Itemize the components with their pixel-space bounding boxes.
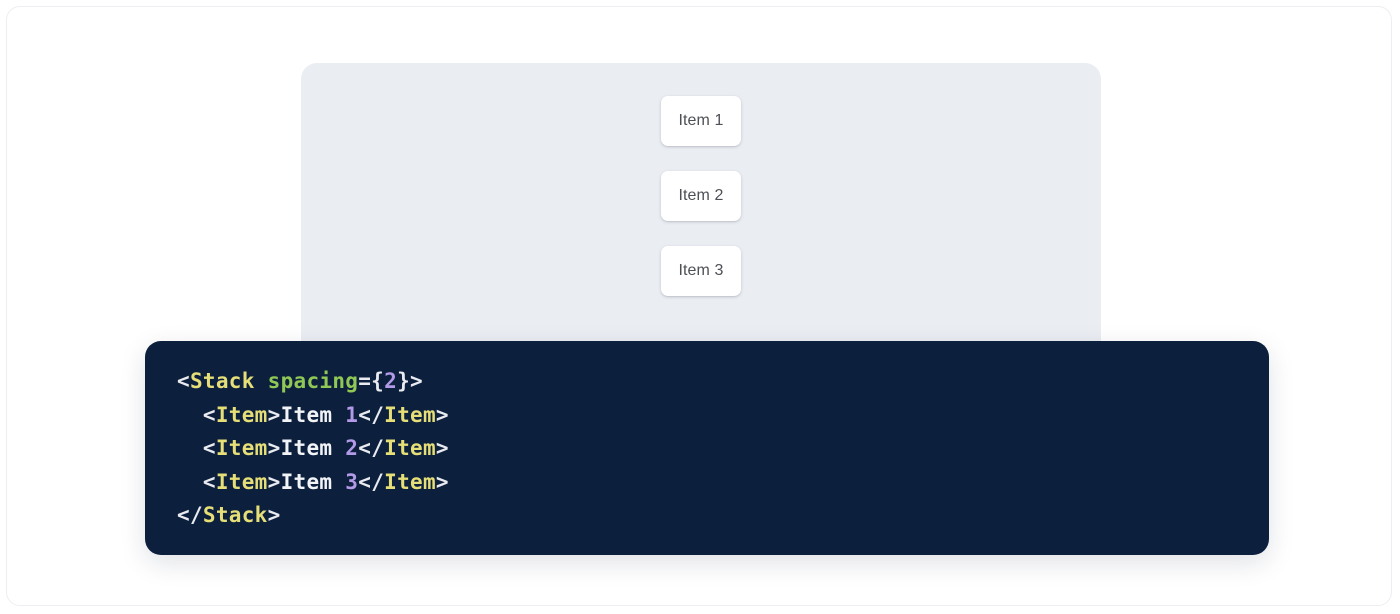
code-token-punc: < [177,369,190,393]
code-token-text: Item [280,469,346,494]
stack-item-label: Item 3 [678,262,724,279]
stack-item[interactable]: Item 2 [661,171,741,221]
code-line: <Item>Item 2</Item> [177,436,449,460]
code-token-tag: Item [215,402,268,427]
code-token-tag: Item [384,469,436,494]
code-token-tag: Item [384,436,436,460]
code-token-tag: Stack [202,503,268,527]
code-token-punc: </ [177,503,203,527]
code-token-punc: > [267,436,281,460]
stack-item-label: Item 2 [678,187,724,204]
code-token-punc: < [202,469,216,494]
code-line: <Stack spacing={2}> [177,369,423,393]
code-token-punc: ={ [358,369,385,393]
code-token-punc: </ [358,469,385,494]
stack-item-label: Item 1 [678,112,724,129]
code-line: </Stack> [177,503,281,527]
code-token-num: 3 [345,469,359,494]
code-token-punc: > [267,503,281,527]
code-token-tag: Stack [189,369,255,393]
code-token-punc: < [202,402,216,427]
code-token-tag: Item [384,402,436,427]
code-token-num: 1 [345,402,359,427]
code-token-text: Item [280,402,346,427]
code-token-attr: spacing [267,369,359,393]
code-token-num: 2 [384,369,398,393]
code-token-punc: > [435,402,449,427]
code-snippet-panel[interactable]: <Stack spacing={2}> <Item>Item 1</Item> … [145,341,1269,555]
stack-item[interactable]: Item 1 [661,96,741,146]
component-preview-panel: Item 1 Item 2 Item 3 [301,63,1101,363]
code-token-punc [255,369,268,393]
code-token-text: Item [280,436,346,460]
code-token-punc: < [202,436,216,460]
code-token-punc: > [267,469,281,494]
stack-container: Item 1 Item 2 Item 3 [301,63,1101,296]
code-token-num: 2 [345,436,359,460]
code-token-punc: > [267,402,281,427]
code-line: <Item>Item 1</Item> [177,403,449,427]
code-snippet-text: <Stack spacing={2}> <Item>Item 1</Item> … [177,365,1269,533]
code-token-punc: }> [397,369,423,393]
code-token-punc: </ [358,436,385,460]
code-token-tag: Item [215,436,268,460]
code-token-punc: > [435,469,449,494]
code-line: <Item>Item 3</Item> [177,470,449,494]
code-token-tag: Item [215,469,268,494]
code-token-punc: </ [358,402,385,427]
stack-item[interactable]: Item 3 [661,246,741,296]
code-token-punc: > [435,436,449,460]
